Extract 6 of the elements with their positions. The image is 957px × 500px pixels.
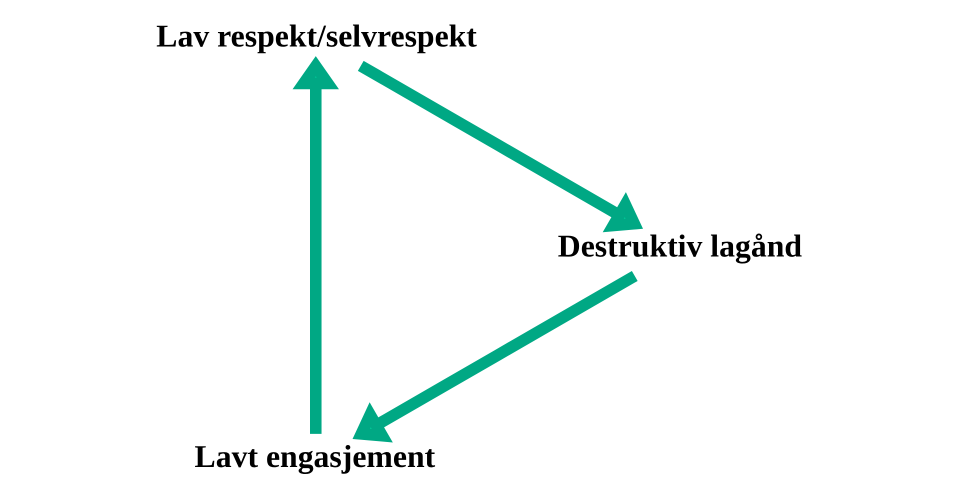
node-text: Destruktiv lagånd <box>557 228 802 264</box>
arrow <box>352 270 638 442</box>
arrow <box>292 56 338 434</box>
node-text: Lavt engasjement <box>194 438 435 474</box>
arrow <box>357 60 643 232</box>
node-text: Lav respekt/selvrespekt <box>156 18 476 54</box>
